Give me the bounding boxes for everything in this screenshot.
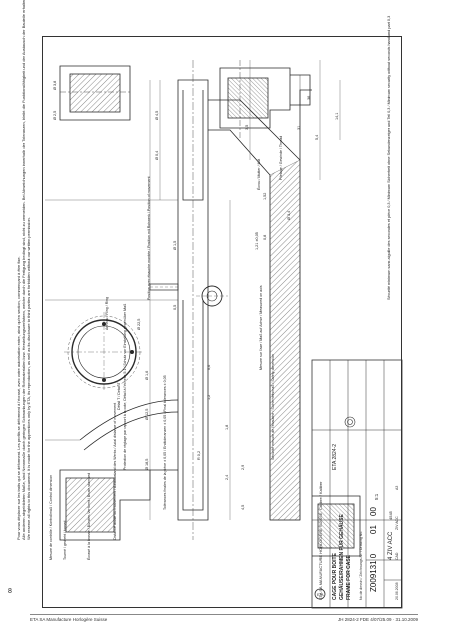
label-mesure-axe: Mesure sur l'axe / Maß auf Achse / Measu… xyxy=(259,285,263,370)
label-detail-t: Détail T / Detail T xyxy=(117,382,121,410)
center-hole xyxy=(196,285,228,307)
label-position-ebauche: Position avec ébauche montée / Position … xyxy=(147,177,151,300)
footer-reference: JH 2824-2 FDE 4/07/25.09 · 31.10.2009 xyxy=(337,617,418,622)
tb-format: A3 xyxy=(395,486,399,490)
dim-4: Ø 0,4 xyxy=(155,151,159,160)
label-ecrase: Écrasé à la brosse / Bürsten-Verformt / … xyxy=(86,473,91,560)
ring-detail xyxy=(64,312,144,392)
title-block: ETA xyxy=(311,359,403,609)
dim-13: 5,4 xyxy=(315,135,319,140)
dim-21: Ø 3,8 xyxy=(53,81,57,90)
tb-number: Z009131 0 xyxy=(369,553,378,592)
tb-title-en: FRAME FOR CASE xyxy=(346,554,352,600)
tb-code: 4545 xyxy=(388,510,393,520)
tb-caliber: ETA 2824-2 xyxy=(332,444,338,470)
dimension-labels: Ø 18,5 Ø 12,5 Ø 1,6 Ø 0,4 Ø 4,5 Ø 1,5 0,… xyxy=(53,81,339,510)
dim-3: Ø 1,6 xyxy=(145,371,149,380)
dim-10: 1,8 xyxy=(225,425,229,430)
dim-6: Ø 1,5 xyxy=(173,241,177,250)
svg-text:ETA: ETA xyxy=(317,593,324,597)
main-part xyxy=(177,60,312,540)
tb-scale: 5:1 xyxy=(374,493,379,500)
tb-title-fr: CAGE POUR BOITE xyxy=(332,552,338,600)
dim-16: 0,8 xyxy=(263,235,267,240)
eta-logo xyxy=(314,588,326,600)
dim-1: Ø 18,5 xyxy=(145,459,149,470)
dim-18: 31 xyxy=(297,126,301,130)
dim-19: 36 xyxy=(307,96,311,100)
label-tourne: Tourné / gedreht / turned xyxy=(63,521,67,560)
tb-approved: ZIV ACC xyxy=(395,516,399,530)
dim-9: 1,2 xyxy=(207,395,211,400)
lower-right-detail xyxy=(312,495,361,557)
tb-rev: 00 xyxy=(369,507,378,516)
tb-sheet: 01 xyxy=(369,525,378,534)
dim-22: Ø 22,5 xyxy=(137,319,141,330)
dim-24: 1,21 ±0,05 xyxy=(255,232,259,250)
dimension-lines xyxy=(45,60,341,520)
bottom-note: Sécurité minimum sans aiguille des secon… xyxy=(387,16,391,300)
dim-2: Ø 12,5 xyxy=(145,409,149,420)
drawing-frame xyxy=(42,36,402,608)
lower-left-detail xyxy=(59,469,178,541)
label-tolerances: Tolérances finales de la pièce ± 0,05 / … xyxy=(163,375,167,510)
label-distance-axiale: Distance axiale du mouvement / Axialabst… xyxy=(113,403,117,540)
tb-number-label: No de dessin / Zeichnungs-Nr. / Drawing … xyxy=(359,531,363,600)
label-mesure-controle: Mesure de contrôle / Kontrollmaß / Contr… xyxy=(49,475,53,560)
dim-12: 3,5 xyxy=(245,125,249,130)
profile-bottom xyxy=(79,399,179,451)
tb-drawn: CAD xyxy=(395,552,399,560)
label-anneau: Anneau / Ring / Ring xyxy=(105,297,109,330)
label-ecrou: Écrou / Mutter / Nut xyxy=(256,159,261,190)
tb-date: 20.06.2008 xyxy=(395,582,399,600)
dim-26: 4,5 xyxy=(241,505,245,510)
label-filetage: Filetage / Gewinde / Thread xyxy=(279,136,283,180)
thread-detail xyxy=(59,65,131,121)
dim-23: Ø 3,4 xyxy=(287,211,291,220)
page-number: 8 xyxy=(8,588,12,595)
dim-17: R 0,2 xyxy=(197,451,201,460)
dim-5: Ø 4,5 xyxy=(155,111,159,120)
tb-title-de: GEHÄUSE/RAHMEN FÜR GEHÄUSE xyxy=(338,513,345,600)
projection-symbol xyxy=(344,416,356,428)
label-protection: Protection de réglage par rapport à la c… xyxy=(123,303,127,470)
dim-20: Ø 2,5 xyxy=(53,111,57,120)
footer-divider xyxy=(30,614,418,615)
annotations: Mesure de contrôle / Kontrollmaß / Contr… xyxy=(49,136,283,560)
crown-detail xyxy=(219,60,311,140)
dim-25: 2,9 xyxy=(241,465,245,470)
label-securite-axe: Sécurité mesure de l'ébauche / Sicherhei… xyxy=(271,354,275,460)
tb-material: 4 ZIV ACC xyxy=(388,531,394,560)
dim-11: 2,4 xyxy=(225,475,229,480)
dim-15: 1,52 xyxy=(263,193,267,200)
dim-14: 14,1 xyxy=(335,113,339,120)
pin-stem xyxy=(149,283,179,291)
tb-caliber-label: Calibre / Kaliber xyxy=(318,481,323,510)
dim-8: 0,6 xyxy=(207,365,211,370)
dim-7: 0,5 xyxy=(173,305,177,310)
footer-company: ETA SA Manufacture Horlogère Suisse xyxy=(30,617,108,622)
